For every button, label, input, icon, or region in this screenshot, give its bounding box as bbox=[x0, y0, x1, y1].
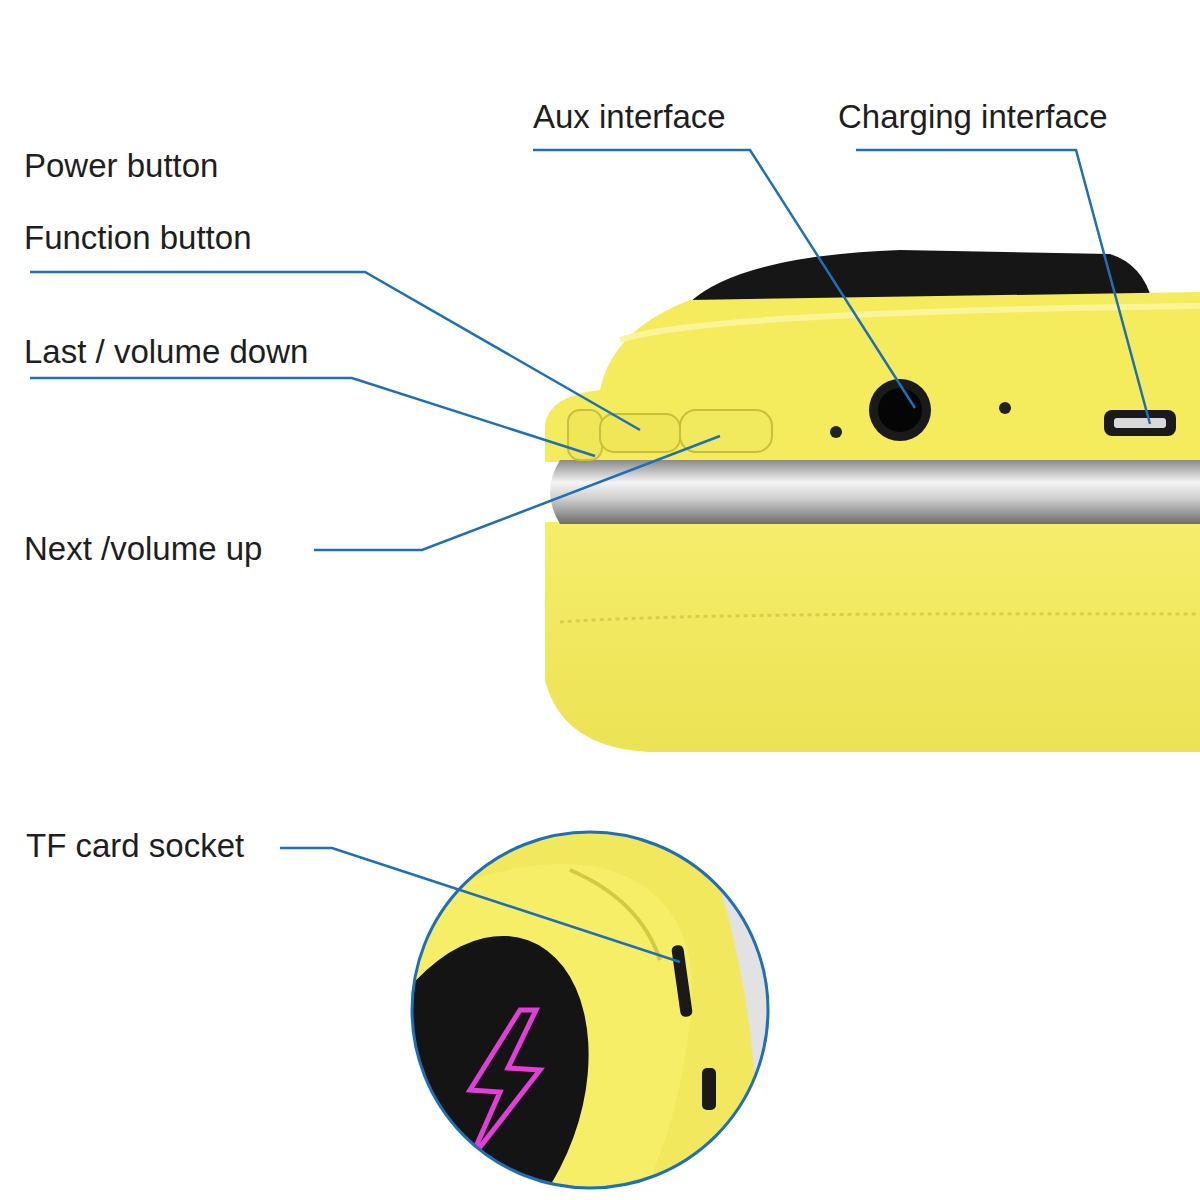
function-button bbox=[600, 414, 680, 452]
inset-seam bbox=[570, 870, 660, 960]
leader-line bbox=[314, 436, 720, 550]
tf-slot bbox=[671, 945, 693, 1018]
housing bbox=[545, 292, 1200, 462]
part-label: Last / volume down bbox=[24, 332, 308, 372]
inset-usb-port bbox=[702, 1068, 716, 1110]
aux-jack bbox=[869, 379, 931, 441]
housing-highlight bbox=[620, 306, 1200, 340]
part-label: Power button bbox=[24, 146, 218, 186]
part-label: Charging interface bbox=[838, 97, 1108, 137]
part-label: Aux interface bbox=[533, 97, 726, 137]
inset-ring bbox=[412, 832, 768, 1188]
usb-port-tongue bbox=[1114, 418, 1166, 428]
inset-view bbox=[308, 820, 780, 1200]
led-hole bbox=[999, 402, 1011, 414]
leader-line bbox=[533, 150, 915, 408]
part-label: TF card socket bbox=[26, 826, 244, 866]
cushion-seam bbox=[560, 614, 1200, 622]
mic-hole bbox=[830, 426, 842, 438]
aux-jack-inner bbox=[878, 388, 922, 432]
inset-ear-cup bbox=[308, 903, 631, 1200]
part-label: Next /volume up bbox=[24, 529, 262, 569]
lightning-light bbox=[470, 1010, 540, 1160]
usb-port bbox=[1104, 410, 1176, 436]
leader-line bbox=[856, 150, 1150, 424]
ear-cushion bbox=[545, 522, 1200, 752]
leader-line bbox=[280, 848, 680, 962]
metal-band bbox=[550, 460, 1200, 524]
part-label: Function button bbox=[24, 218, 252, 258]
leader-line bbox=[30, 378, 595, 456]
